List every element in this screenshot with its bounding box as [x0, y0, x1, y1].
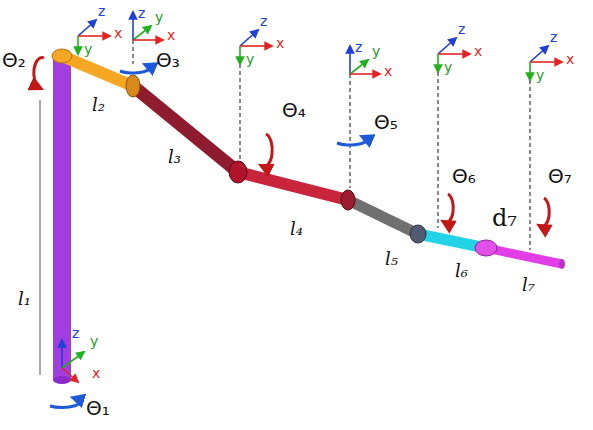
axis-label: y [84, 42, 92, 56]
link-length: l₄ [290, 220, 303, 238]
dimension-line [40, 100, 41, 375]
z-axis [61, 340, 63, 368]
joint-7 [475, 240, 497, 256]
base-link-end [53, 376, 71, 384]
joint-angle: Θ₁ [86, 398, 110, 418]
axis-label: x [114, 26, 122, 40]
z-axis [438, 38, 456, 54]
z-axis [530, 46, 548, 62]
x-axis [530, 61, 562, 63]
axis-label: z [550, 30, 557, 44]
dashed-line [133, 40, 134, 64]
offset-label: d₇ [492, 206, 517, 230]
link-length: l₇ [522, 276, 535, 294]
joint-angle: Θ₇ [548, 166, 572, 186]
rotation-arrow [120, 65, 149, 73]
link-length: l₃ [168, 148, 181, 166]
z-axis [240, 30, 258, 46]
axis-label: y [536, 68, 544, 82]
axis-label: x [384, 64, 392, 78]
dashed-line [530, 80, 531, 250]
axis-label: y [246, 52, 254, 66]
joint-4 [229, 161, 247, 183]
z-axis [132, 12, 134, 40]
rotation-arrow [540, 198, 549, 227]
rotation-arrow [444, 194, 453, 223]
link-5 [348, 200, 418, 234]
axis-label: z [98, 4, 105, 18]
joint-6 [410, 225, 426, 243]
joint-angle: Θ₆ [452, 166, 476, 186]
axis-label: x [474, 44, 482, 58]
axis-label: x [566, 52, 574, 66]
y-axis [350, 60, 368, 74]
rotation-arrow [50, 398, 80, 407]
x-axis [438, 53, 470, 55]
link-7 [486, 248, 562, 264]
x-axis [133, 39, 163, 41]
coordinate-frames [62, 12, 562, 382]
y-axis [437, 54, 439, 72]
dashed-line [240, 64, 241, 160]
link-length: l₁ [18, 290, 31, 308]
joint-angle: Θ₄ [282, 100, 306, 120]
axis-label: z [458, 22, 465, 36]
x-axis [78, 35, 110, 37]
frame-drop-lines [133, 40, 530, 250]
end-effector [559, 259, 565, 269]
link-length: l₅ [385, 250, 398, 268]
joint-5 [341, 190, 355, 210]
axis-label: x [92, 366, 100, 380]
dashed-line [350, 74, 351, 188]
axis-label: y [90, 334, 98, 348]
axis-label: y [372, 44, 380, 58]
rotation-arrow [337, 137, 366, 145]
y-axis [239, 46, 241, 64]
axis-label: z [72, 326, 79, 340]
joint-3 [126, 75, 140, 97]
base-link [53, 56, 71, 380]
x-axis [350, 73, 380, 75]
y-axis [62, 352, 84, 368]
x-axis [62, 368, 78, 382]
y-axis [77, 36, 79, 54]
rotation-arrow [34, 58, 44, 88]
x-axis [240, 45, 272, 47]
rotation-arrows [34, 58, 550, 408]
z-axis [78, 20, 96, 36]
joint-angle: Θ₅ [374, 112, 398, 132]
z-axis [349, 46, 351, 74]
dashed-line [438, 72, 439, 228]
axis-label: y [444, 60, 452, 74]
axis-label: z [138, 6, 145, 20]
axis-label: y [155, 10, 163, 24]
y-axis [133, 26, 151, 40]
axis-label: x [276, 36, 284, 50]
joint-2 [52, 49, 72, 63]
link-4 [238, 172, 348, 200]
axis-label: z [355, 40, 362, 54]
y-axis [529, 62, 531, 80]
axis-label: x [167, 28, 175, 42]
joint-angle: Θ₃ [156, 50, 180, 70]
axis-label: z [260, 14, 267, 28]
joint-angle: Θ₂ [2, 50, 26, 70]
link-length: l₂ [92, 96, 105, 114]
link-3 [133, 86, 238, 172]
rotation-arrow [262, 134, 272, 166]
link-length: l₆ [455, 262, 468, 280]
